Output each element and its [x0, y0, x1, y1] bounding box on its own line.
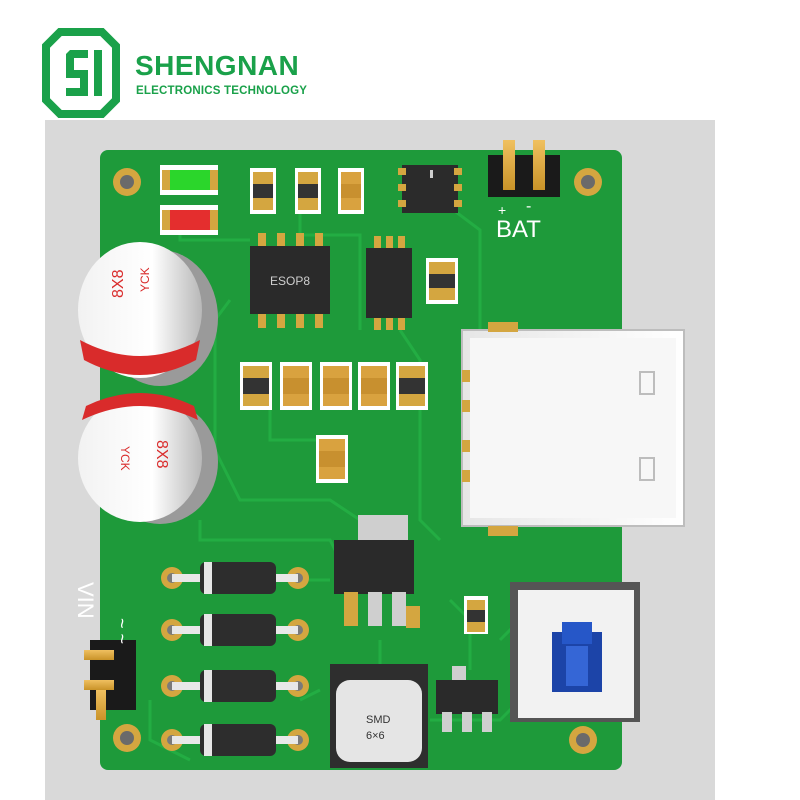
sop8-chip [366, 236, 412, 330]
brand-name: SHENGNAN [135, 50, 300, 81]
self-lock-switch [510, 582, 640, 722]
smd-resistor-top-1 [250, 168, 276, 214]
brand-subtitle: ELECTRONICS TECHNOLOGY [136, 85, 308, 97]
usb-a-connector [461, 322, 685, 536]
sn-hexagon-logo-icon [42, 28, 120, 118]
smd-inductor [330, 664, 428, 768]
vin-label: VIN [73, 582, 98, 619]
inductor-size-label: 6×6 [366, 730, 385, 742]
bat-header [488, 140, 560, 197]
bat-label: BAT [496, 216, 541, 243]
vin-header [84, 640, 136, 720]
brand-logo [30, 28, 330, 118]
rectifier-diodes [161, 562, 309, 756]
led-red [160, 205, 218, 235]
esop8-chip [250, 233, 330, 328]
smd-row-middle [240, 362, 428, 483]
smd-capacitor-right [426, 258, 458, 304]
cap-bottom-brand-label: YCK [118, 446, 132, 471]
vin-ac-label: ~ ~ [112, 618, 132, 645]
inductor-label: SMD [366, 714, 391, 726]
smd-resistor-top-2 [295, 168, 321, 214]
cap-top-brand-label: YCK [138, 267, 152, 292]
electrolytic-cap-bottom [78, 393, 218, 524]
sot-chip-small [464, 596, 488, 634]
sot-chip-top [398, 165, 462, 213]
led-green [160, 165, 218, 195]
mounting-holes [113, 168, 602, 754]
electrolytic-cap-top [78, 242, 218, 386]
cap-bottom-value-label: 8X8 [153, 440, 170, 469]
sot23-chip-bottom [436, 666, 498, 732]
bat-minus-label: - [526, 198, 532, 215]
bat-plus-label: + [498, 202, 507, 218]
cap-top-value-label: 8X8 [110, 269, 127, 298]
sot223-regulator [334, 515, 420, 628]
smd-capacitor-top [338, 168, 364, 214]
esop8-chip-label: ESOP8 [270, 274, 311, 288]
pcb-traces [148, 179, 522, 762]
